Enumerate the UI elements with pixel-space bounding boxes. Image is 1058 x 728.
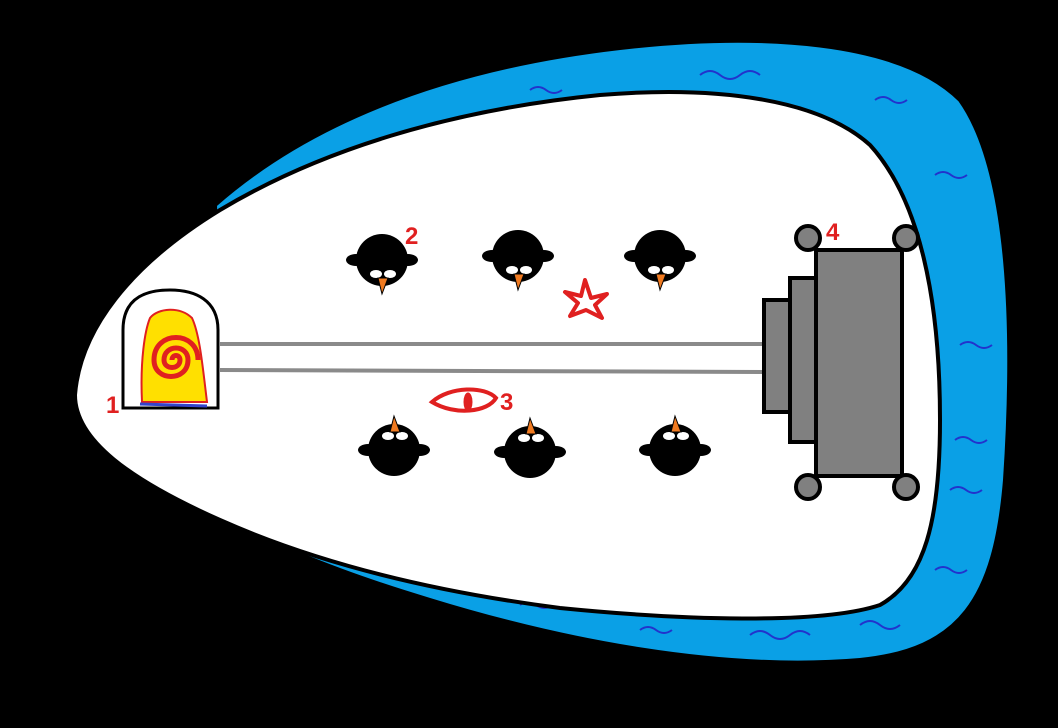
penguin-icon[interactable] xyxy=(639,414,711,476)
marker-4: 4 xyxy=(826,219,840,246)
red-star-icon[interactable] xyxy=(563,278,609,320)
swirl-portal-icon[interactable] xyxy=(121,288,220,410)
penguin-row-top xyxy=(346,230,696,296)
marker-3: 3 xyxy=(500,389,513,416)
penguin-icon[interactable] xyxy=(482,230,554,292)
penguin-row-bottom xyxy=(358,414,711,478)
penguin-icon[interactable] xyxy=(346,234,418,296)
penguin-icon[interactable] xyxy=(624,230,696,292)
throne-icon[interactable] xyxy=(762,224,920,501)
penguin-icon[interactable] xyxy=(494,416,566,478)
marker-1: 1 xyxy=(106,392,119,419)
carpet xyxy=(219,342,763,374)
marker-2: 2 xyxy=(405,223,418,250)
red-eye-icon[interactable] xyxy=(428,387,499,413)
penguin-icon[interactable] xyxy=(358,414,430,476)
ice-floor xyxy=(72,90,943,621)
